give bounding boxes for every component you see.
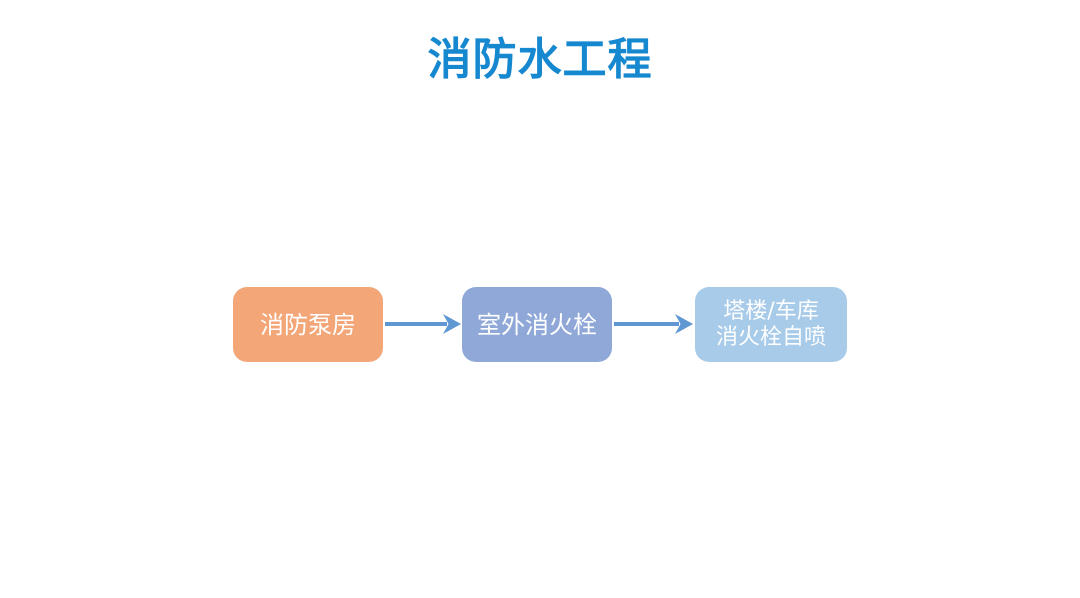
flow-node-label-line-1: 塔楼/车库 bbox=[723, 298, 819, 324]
flow-arrow-1 bbox=[385, 314, 461, 334]
flow-node-outdoor-fire-hydrant: 室外消火栓 bbox=[462, 287, 612, 362]
slide-title: 消防水工程 bbox=[427, 34, 653, 85]
flow-node-label-line-2: 消火栓自喷 bbox=[715, 324, 826, 350]
flow-arrow-2 bbox=[614, 314, 693, 334]
flow-node-label: 消防泵房 bbox=[260, 310, 356, 339]
flow-node-label: 室外消火栓 bbox=[477, 310, 597, 339]
flow-node-fire-pump-room: 消防泵房 bbox=[233, 287, 383, 362]
flow-node-tower-garage-hydrant-sprinkler: 塔楼/车库 消火栓自喷 bbox=[695, 287, 847, 362]
